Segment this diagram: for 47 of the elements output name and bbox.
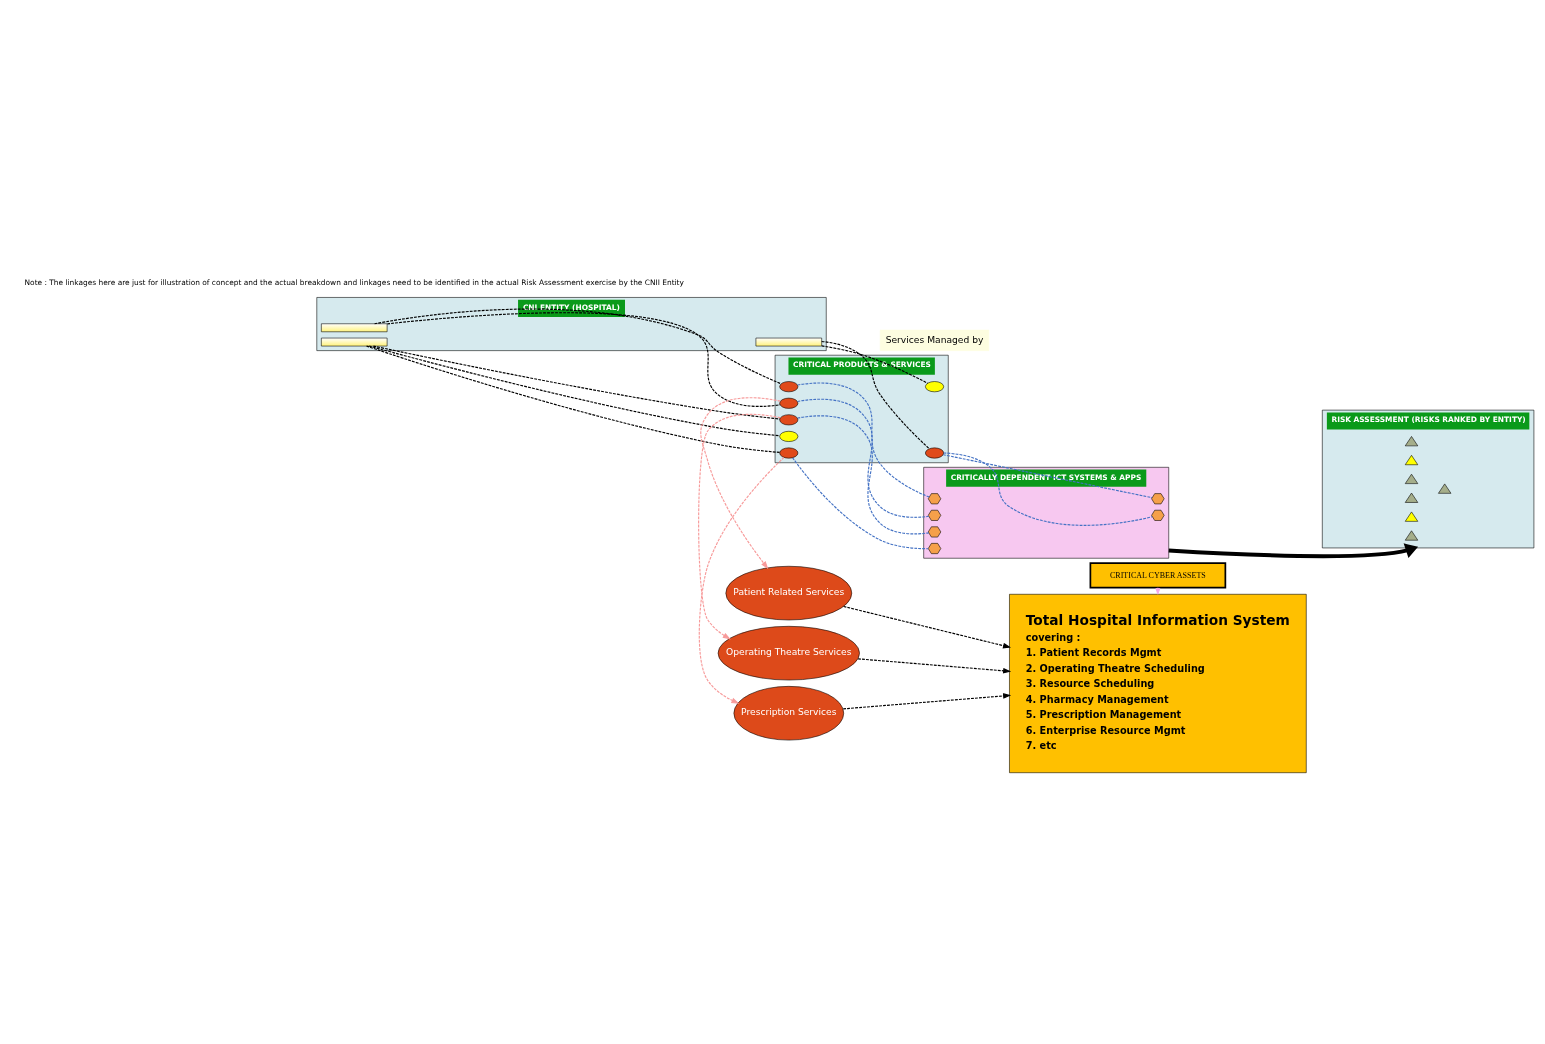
connector	[796, 398, 930, 518]
arrow	[698, 456, 785, 704]
node-hexagon	[927, 526, 942, 537]
node-triangle	[1404, 435, 1419, 446]
connector	[796, 414, 930, 534]
connector	[821, 344, 929, 384]
node-ellipse	[925, 447, 944, 458]
node-bar	[321, 322, 388, 332]
connector	[797, 382, 930, 498]
node-hexagon	[1151, 492, 1165, 504]
node-hexagon	[1151, 509, 1165, 521]
connector	[386, 311, 781, 407]
node-triangle	[1438, 483, 1452, 494]
node-ellipse: Operating Theatre Services	[717, 625, 860, 680]
node-bar	[755, 337, 822, 346]
connector	[366, 345, 781, 453]
node-triangle	[1404, 492, 1419, 503]
arrow	[857, 657, 1012, 674]
node-bar	[321, 337, 388, 346]
node-hexagon	[927, 542, 942, 554]
node-triangle	[1404, 530, 1419, 540]
connector	[942, 453, 1153, 498]
node-ellipse	[779, 447, 799, 458]
connector	[372, 345, 781, 420]
node-triangle	[1404, 454, 1419, 465]
node-triangle	[1404, 473, 1419, 484]
node-ellipse: Patient Related Services	[725, 565, 853, 620]
node-ellipse	[779, 397, 799, 409]
arrow	[842, 692, 1012, 709]
arrow	[843, 605, 1011, 648]
node-ellipse	[779, 413, 799, 425]
node-ellipse: Prescription Services	[733, 685, 844, 740]
node-box: Services Managed by	[879, 329, 990, 351]
arrow	[700, 396, 781, 569]
connector	[821, 340, 930, 449]
node-hexagon	[927, 492, 942, 504]
connector	[368, 345, 781, 436]
node-box: Total Hospital Information System covering : 1. Patient Records Mgmt 2. Operating Theatre Scheduling 3. Resource Scheduling 4. Pharmacy Management 5. Prescription Management 6. Enterprise Resource Mgmt 7. etc	[1009, 593, 1307, 773]
node-triangle	[1404, 511, 1419, 522]
connector	[792, 456, 929, 549]
node-hexagon	[927, 509, 942, 521]
connector	[374, 308, 782, 384]
arrow	[698, 413, 781, 639]
node-ellipse	[779, 430, 799, 442]
node-ellipse	[779, 380, 799, 392]
arrow	[1168, 542, 1419, 558]
node-ellipse	[925, 380, 944, 392]
